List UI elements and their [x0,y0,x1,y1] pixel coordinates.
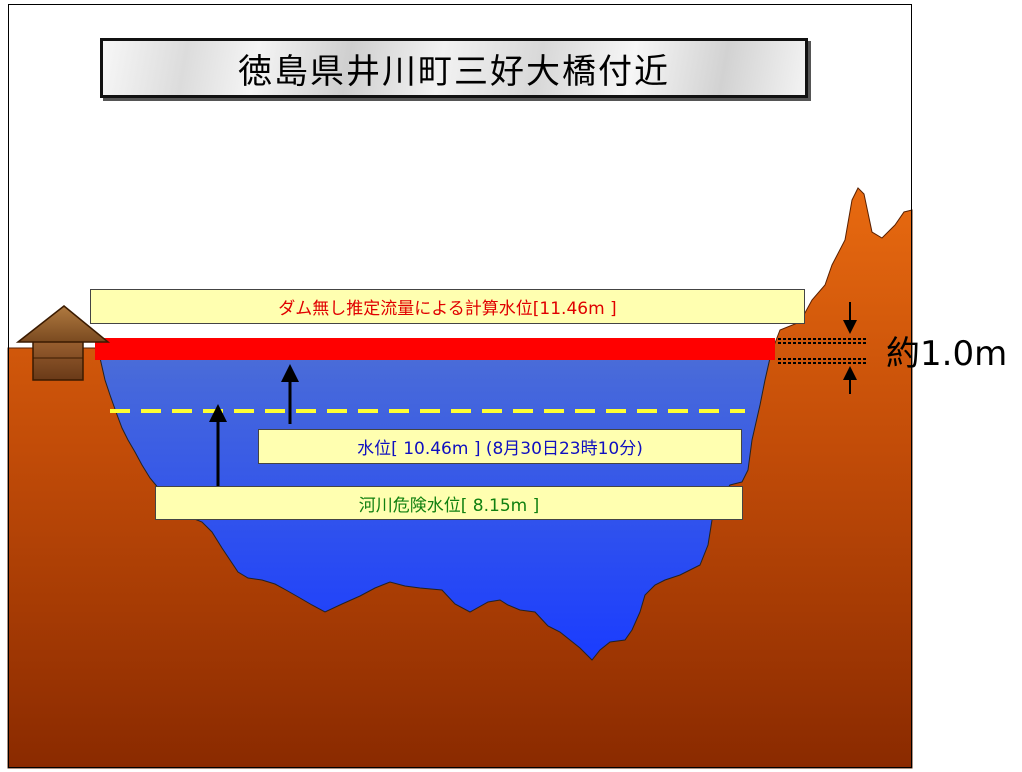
calculated-water-level-band [95,338,775,360]
house-icon [15,305,111,381]
page-title: 徳島県井川町三好大橋付近 [238,51,670,92]
calculated-level-label: ダム無し推定流量による計算水位[11.46m ] [90,289,805,324]
dimension-arrow-icon [778,302,868,394]
title-banner: 徳島県井川町三好大橋付近 [100,38,808,98]
observed-level-label: 水位[ 10.46m ] (8月30日23時10分) [258,429,742,464]
rise-arrow-icon [281,364,299,424]
difference-label: 約1.0m [886,334,1008,374]
danger-level-label: 河川危険水位[ 8.15m ] [155,486,743,520]
rise-arrow-icon [209,404,227,486]
